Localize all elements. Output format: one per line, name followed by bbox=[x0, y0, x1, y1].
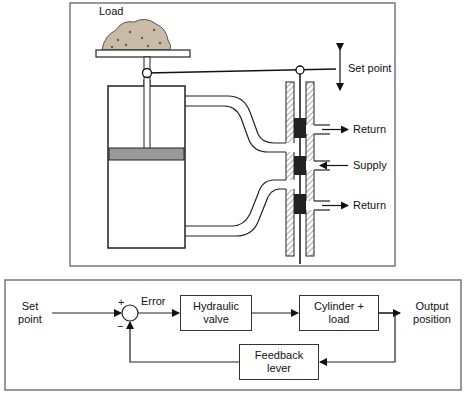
box-text: Cylinder + load bbox=[305, 300, 373, 326]
top-frame bbox=[70, 3, 395, 266]
pipe bbox=[185, 96, 286, 236]
valve-sleeve bbox=[306, 82, 314, 256]
process-box: Cylinder + load bbox=[299, 295, 379, 331]
box-text: Hydraulic valve bbox=[186, 300, 246, 326]
port-label: Return bbox=[353, 123, 386, 136]
pivot bbox=[143, 69, 152, 78]
signal-connector bbox=[252, 312, 298, 313]
port-label: Supply bbox=[353, 159, 387, 172]
sign-label: − bbox=[117, 320, 123, 333]
port bbox=[314, 125, 330, 210]
box-text: Feedback lever bbox=[245, 349, 313, 375]
piston bbox=[109, 148, 184, 160]
bottom-frame bbox=[5, 280, 461, 390]
spool-land bbox=[294, 118, 306, 138]
port-label: Return bbox=[353, 199, 386, 212]
load-platform bbox=[96, 50, 190, 57]
flow-arrow bbox=[320, 165, 348, 166]
valve-sleeve bbox=[286, 82, 294, 256]
signal-label: Output position bbox=[404, 300, 460, 326]
signal-label: Set point bbox=[348, 62, 391, 75]
load-texture bbox=[111, 29, 161, 48]
sign-label: + bbox=[118, 296, 124, 309]
process-box: Feedback lever bbox=[239, 344, 319, 380]
pivot bbox=[296, 66, 304, 74]
load-pile bbox=[102, 19, 171, 50]
signal-label: Error bbox=[141, 295, 165, 308]
signal-line bbox=[138, 312, 179, 313]
part-label: Load bbox=[99, 5, 123, 18]
spool-land bbox=[294, 156, 306, 175]
flow-arrow bbox=[322, 129, 348, 130]
signal-label: Set point bbox=[10, 300, 50, 326]
signal-line bbox=[52, 312, 121, 313]
spool-land bbox=[294, 194, 306, 214]
output-arrow bbox=[379, 312, 400, 313]
process-box: Hydraulic valve bbox=[180, 295, 252, 331]
set-point-arrow bbox=[339, 50, 340, 90]
feedback-lever bbox=[147, 69, 336, 73]
flow-arrow bbox=[322, 205, 348, 206]
